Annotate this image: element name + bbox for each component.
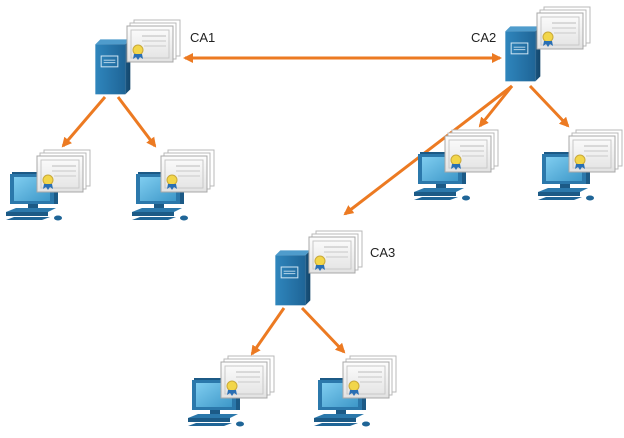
arrow-ca2-to-pc4 <box>528 84 570 128</box>
arrow-ca3-to-pc6 <box>300 306 346 354</box>
client-computer-pc5 <box>188 355 275 427</box>
arrow-ca1-to-pc2 <box>116 96 157 148</box>
arrow-ca2-to-ca3 <box>343 84 513 216</box>
server-icon <box>504 25 541 82</box>
arrow-ca1-to-pc1 <box>61 96 107 148</box>
certificate-icon <box>536 6 591 50</box>
ca-label-ca3: CA3 <box>370 245 395 260</box>
certificate-icon <box>220 355 275 399</box>
client-computer-pc4 <box>538 129 623 201</box>
ca-label-ca2: CA2 <box>471 30 496 45</box>
ca-label-ca1: CA1 <box>190 30 215 45</box>
certificate-icon <box>160 149 215 193</box>
client-computer-pc2 <box>132 149 215 221</box>
server-icon <box>274 249 311 306</box>
certificate-icon <box>36 149 91 193</box>
certificate-icon <box>444 129 499 173</box>
client-computer-pc1 <box>6 149 91 221</box>
server-icon <box>94 38 131 95</box>
client-computer-pc3 <box>414 129 499 201</box>
certificate-icon <box>568 129 623 173</box>
certificate-icon <box>342 355 397 399</box>
arrow-ca3-to-pc5 <box>250 307 286 356</box>
arrow-ca2-to-pc3 <box>478 85 514 128</box>
ca-server-ca3: CA3 <box>274 230 395 306</box>
client-computer-pc6 <box>314 355 397 427</box>
ca-server-ca2: CA2 <box>471 6 591 82</box>
certificate-icon <box>126 19 181 63</box>
ca-server-ca1: CA1 <box>94 19 215 95</box>
certificate-icon <box>308 230 363 274</box>
